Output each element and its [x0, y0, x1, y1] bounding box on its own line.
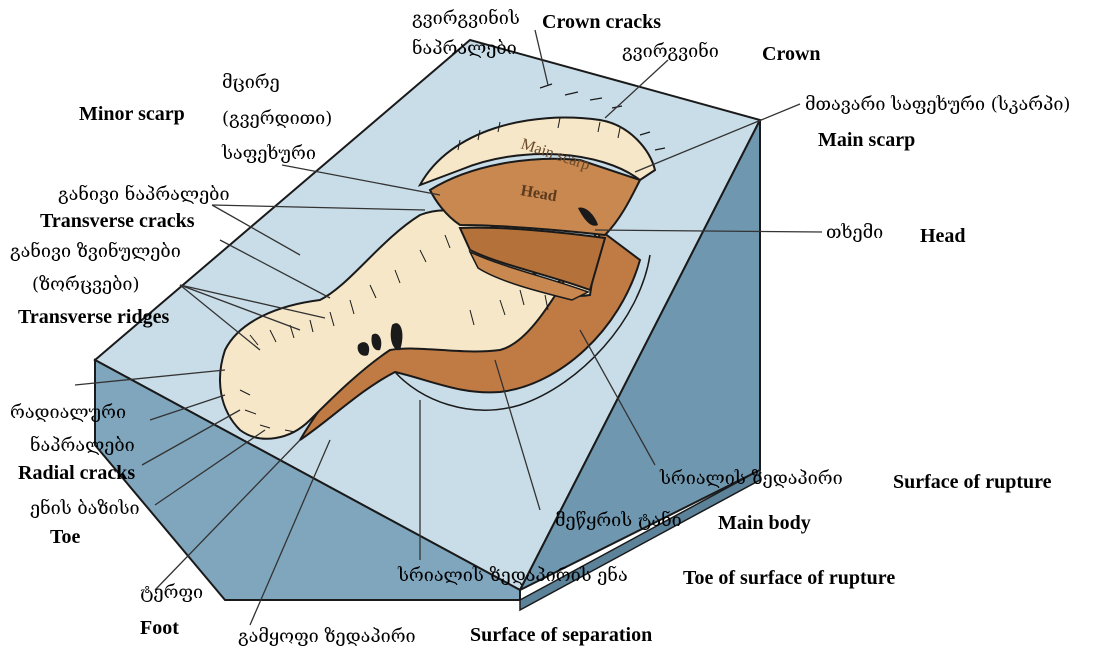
label-main-body-en: Main body: [718, 513, 811, 533]
label-head-ka: თხემი: [826, 224, 883, 242]
label-main-scarp-en: Main scarp: [818, 130, 915, 150]
label-crown-ka: გვირგვინი: [622, 43, 719, 61]
label-toe-rupture-en: Toe of surface of rupture: [683, 568, 895, 588]
label-minor-scarp-ka2: (გვერდითი): [222, 110, 332, 128]
label-minor-scarp-ka3: საფეხური: [222, 145, 316, 163]
label-minor-scarp-ka1: მცირე: [222, 74, 280, 92]
label-crown-cracks-ka2: ნაპრალები: [412, 40, 517, 58]
label-minor-scarp-en: Minor scarp: [79, 104, 185, 124]
label-crown-cracks-ka: გვირგვინის: [412, 10, 520, 28]
label-main-body-ka: მეწყრის ტანი: [555, 512, 682, 530]
label-foot-ka: ტერფი: [140, 584, 203, 602]
label-toe-en: Toe: [50, 527, 80, 547]
label-separation-ka: გამყოფი ზედაპირი: [238, 628, 416, 646]
label-main-scarp-ka: მთავარი საფეხური (სკარპი): [805, 96, 1070, 114]
label-crown-en: Crown: [762, 44, 821, 64]
label-crown-cracks-en: Crown cracks: [542, 12, 661, 32]
label-rupture-ka: სრიალის ზედაპირი: [660, 470, 843, 488]
label-foot-en: Foot: [140, 618, 179, 638]
label-radial-cracks-en: Radial cracks: [18, 463, 135, 483]
label-radial-cracks-ka2: ნაპრალები: [30, 437, 135, 455]
label-transverse-cracks-en: Transverse cracks: [40, 211, 195, 231]
label-separation-en: Surface of separation: [470, 625, 652, 645]
label-rupture-en: Surface of rupture: [893, 472, 1052, 492]
label-toe-ka: ენის ბაზისი: [30, 500, 140, 518]
label-transverse-ridges-ka1: განივი ზვინულები: [10, 243, 181, 261]
label-transverse-ridges-ka2: (ზორცვები): [32, 276, 140, 294]
label-head-en: Head: [920, 226, 966, 246]
label-transverse-ridges-en: Transverse ridges: [18, 307, 169, 327]
label-radial-cracks-ka1: რადიალური: [10, 404, 126, 422]
label-transverse-cracks-ka: განივი ნაპრალები: [58, 186, 230, 204]
label-toe-rupture-ka: სრიალის ზედაპირის ენა: [398, 567, 628, 585]
